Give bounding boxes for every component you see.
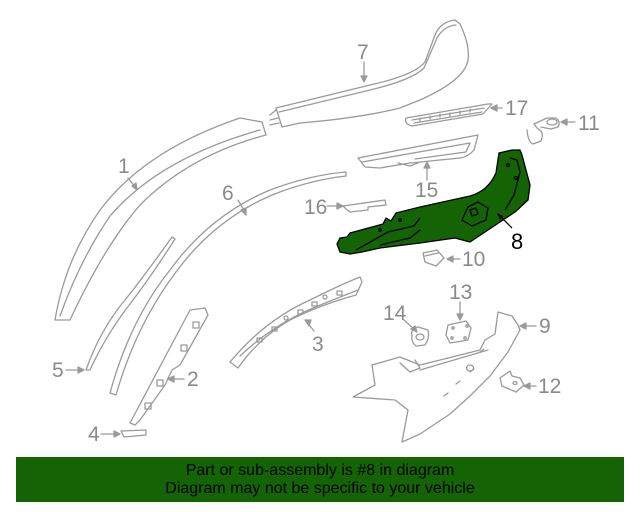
leader-8 bbox=[499, 215, 513, 229]
part-4-clip[interactable] bbox=[120, 429, 147, 438]
banner-line-part-number: Part or sub-assembly is #8 in diagram bbox=[185, 461, 455, 479]
callout-7[interactable]: 7 bbox=[357, 41, 369, 64]
banner-line-disclaimer: Diagram may not be specific to your vehi… bbox=[165, 479, 475, 497]
callout-9[interactable]: 9 bbox=[539, 315, 551, 338]
callout-14[interactable]: 14 bbox=[383, 302, 407, 325]
callout-5[interactable]: 5 bbox=[52, 359, 64, 382]
part-16-strip[interactable] bbox=[342, 199, 387, 213]
part-11-bracket[interactable] bbox=[526, 117, 560, 145]
callout-17[interactable]: 17 bbox=[505, 97, 529, 120]
parts-diagram bbox=[54, 19, 576, 443]
part-13-plate[interactable] bbox=[445, 320, 472, 344]
part-8-console-bracket-highlighted[interactable] bbox=[336, 149, 531, 255]
callout-1[interactable]: 1 bbox=[118, 155, 130, 178]
part-12-bracket[interactable] bbox=[499, 370, 525, 393]
callout-6[interactable]: 6 bbox=[222, 182, 234, 205]
info-banner: Part or sub-assembly is #8 in diagram Di… bbox=[16, 457, 624, 502]
part-2-post-trim[interactable] bbox=[129, 307, 209, 426]
part-9-lower-panel[interactable] bbox=[352, 311, 521, 443]
part-5-strip[interactable] bbox=[85, 236, 176, 371]
part-7-console-trim[interactable] bbox=[269, 19, 469, 128]
part-1-pillar-trim[interactable] bbox=[54, 117, 267, 321]
callout-16[interactable]: 16 bbox=[304, 196, 328, 219]
part-15-trim[interactable] bbox=[357, 134, 479, 169]
callout-3[interactable]: 3 bbox=[312, 333, 324, 356]
callout-8[interactable]: 8 bbox=[511, 229, 524, 254]
part-17-vent-grille[interactable] bbox=[404, 103, 493, 127]
part-3-curved-trim[interactable] bbox=[229, 276, 363, 369]
callout-2[interactable]: 2 bbox=[187, 368, 199, 391]
callout-12[interactable]: 12 bbox=[538, 375, 562, 398]
part-6-arc-strip[interactable] bbox=[109, 171, 347, 396]
callout-13[interactable]: 13 bbox=[449, 281, 473, 304]
callout-15[interactable]: 15 bbox=[415, 179, 439, 202]
part-10-block[interactable] bbox=[422, 249, 445, 267]
callout-10[interactable]: 10 bbox=[462, 248, 486, 271]
callout-11[interactable]: 11 bbox=[578, 112, 600, 135]
callout-4[interactable]: 4 bbox=[88, 423, 100, 446]
